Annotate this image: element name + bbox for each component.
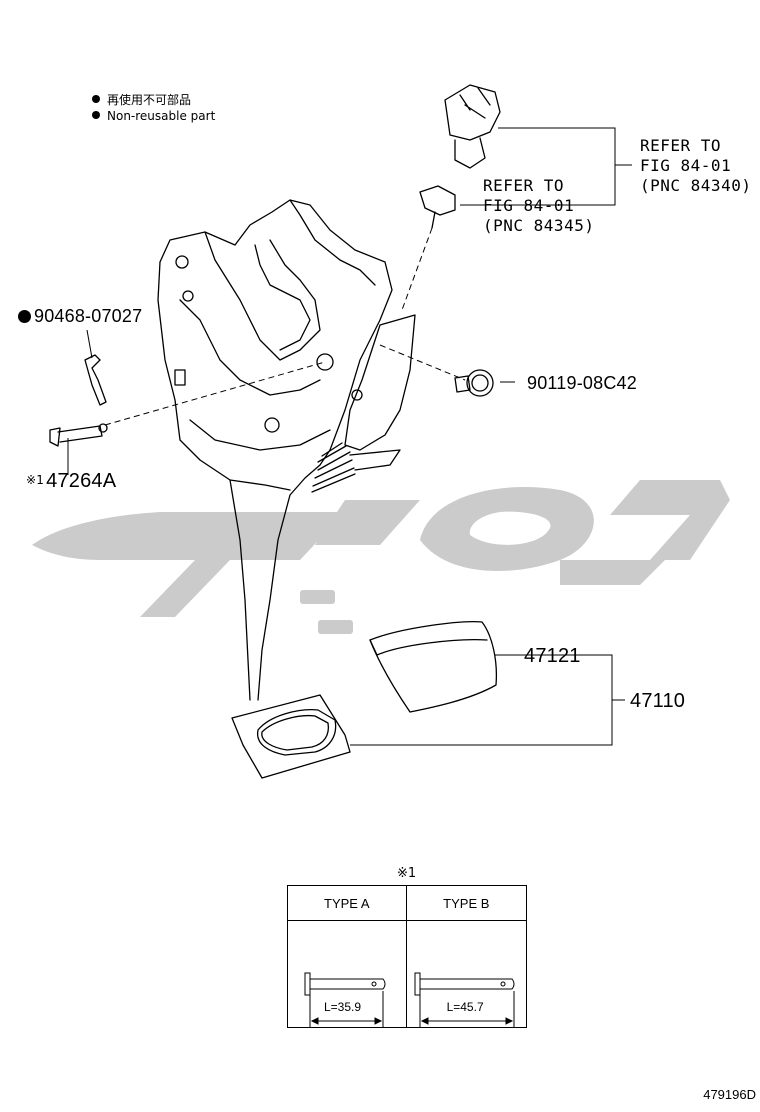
- non-reusable-dot-icon: [18, 310, 31, 323]
- table-header-row: TYPE A TYPE B: [287, 885, 528, 921]
- legend-row-en: Non-reusable part: [92, 108, 215, 124]
- refer-pnc: (PNC 84340): [640, 176, 752, 195]
- pin-type-b-drawing: [414, 972, 515, 1027]
- legend: 再使用不可部品 Non-reusable part: [92, 92, 215, 124]
- part-number: 47110: [630, 690, 686, 712]
- return-spring: [311, 442, 401, 493]
- pin-type-a-drawing: [304, 972, 386, 1027]
- note-mark: ※1: [26, 473, 45, 487]
- bolt: [454, 369, 494, 397]
- refer-label: REFER TO: [483, 176, 565, 195]
- type-b-header: TYPE B: [405, 885, 528, 921]
- clevis-pin: [49, 423, 108, 447]
- table-note-mark: ※1: [397, 866, 417, 881]
- type-a-header: TYPE A: [287, 885, 407, 921]
- legend-text-en: Non-reusable part: [107, 109, 216, 123]
- pin-clip: [84, 354, 107, 406]
- refer-figure: FIG 84-01: [640, 156, 732, 175]
- stop-lamp-switch: [444, 84, 501, 169]
- callout-clip[interactable]: 90468-07027: [18, 306, 142, 327]
- figure-id: 479196D: [703, 1087, 756, 1102]
- type-b-length: L=45.7: [446, 1000, 484, 1014]
- pad-cover: [369, 621, 498, 713]
- part-number: 47264A: [46, 470, 117, 492]
- legend-text-jp: 再使用不可部品: [107, 93, 192, 107]
- refer-pnc: (PNC 84345): [483, 216, 595, 235]
- type-a-cell: L=35.9: [287, 920, 407, 1028]
- pedal-bracket: [159, 199, 393, 701]
- callout-pad[interactable]: 47121: [524, 645, 581, 668]
- type-b-cell: L=45.7: [405, 920, 528, 1028]
- refer-figure: FIG 84-01: [483, 196, 575, 215]
- type-a-length: L=35.9: [324, 1000, 362, 1014]
- callout-pedal[interactable]: 47110: [630, 690, 685, 713]
- refer-label: REFER TO: [640, 136, 722, 155]
- refer-84340[interactable]: REFER TO FIG 84-01 (PNC 84340): [640, 136, 751, 196]
- part-number: 90119-08C42: [527, 373, 637, 393]
- callout-bolt[interactable]: 90119-08C42: [527, 373, 637, 394]
- bullet-icon: [92, 111, 100, 119]
- legend-row-jp: 再使用不可部品: [92, 92, 215, 108]
- table-row: L=35.9 L=45.7: [287, 920, 528, 1028]
- part-number: 47121: [524, 645, 581, 667]
- pin-types-table: TYPE A TYPE B L=35.9: [287, 885, 528, 1028]
- refer-84345[interactable]: REFER TO FIG 84-01 (PNC 84345): [483, 176, 594, 236]
- pedal-pad: [231, 694, 351, 779]
- part-number: 90468-07027: [34, 306, 143, 326]
- watermark-logo: [32, 480, 730, 634]
- stop-lamp-cushion: [419, 185, 456, 229]
- bullet-icon: [92, 95, 100, 103]
